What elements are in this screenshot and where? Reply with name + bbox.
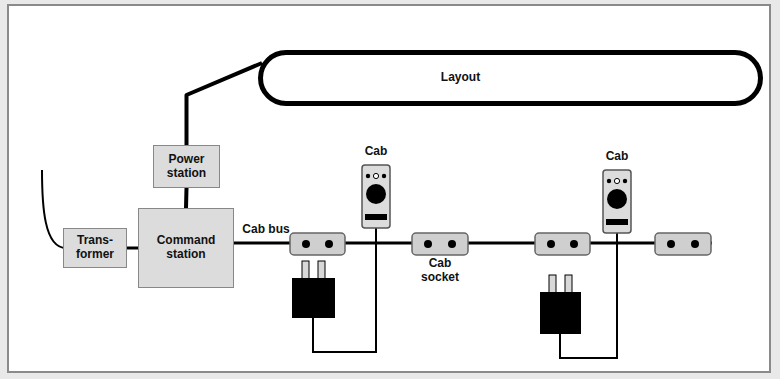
node-text: Power station bbox=[157, 153, 216, 181]
handset-keys bbox=[606, 219, 628, 225]
socket-hole bbox=[570, 240, 578, 248]
handset-button bbox=[366, 174, 370, 178]
socket-hole bbox=[667, 240, 675, 248]
socket-label: Cab socket bbox=[412, 257, 468, 285]
handset-knob bbox=[366, 184, 386, 204]
handset-button bbox=[382, 174, 386, 178]
cab-handset: Cab bbox=[597, 148, 637, 166]
plug-body bbox=[540, 292, 581, 334]
socket-hole bbox=[302, 240, 310, 248]
handset-knob bbox=[607, 189, 627, 209]
handset-button bbox=[607, 179, 611, 183]
socket-body bbox=[655, 233, 711, 255]
cab-socket bbox=[535, 233, 590, 255]
power-wire bbox=[184, 188, 189, 208]
socket-hole bbox=[424, 240, 432, 248]
cab-plug bbox=[292, 261, 335, 318]
plug-prong bbox=[302, 261, 309, 279]
socket-body bbox=[535, 233, 590, 255]
cab-plug bbox=[540, 275, 581, 334]
cab-cable bbox=[560, 233, 617, 358]
handset-keys bbox=[365, 214, 387, 220]
socket-hole bbox=[448, 240, 456, 248]
plug-prong bbox=[549, 275, 556, 293]
cab-handset bbox=[603, 170, 631, 233]
node-text: Cab bbox=[365, 145, 388, 159]
layout-oval: Layout bbox=[258, 50, 763, 106]
socket-hole bbox=[691, 240, 699, 248]
cab-handset: Cab bbox=[356, 143, 396, 161]
socket-hole bbox=[547, 240, 555, 248]
plug-body bbox=[292, 278, 335, 318]
power-station-box: Power station bbox=[153, 145, 220, 188]
transformer-box: Trans- former bbox=[63, 228, 127, 268]
handset-body bbox=[362, 165, 390, 228]
command-station-box: Command station bbox=[138, 208, 234, 288]
handset-button bbox=[373, 173, 378, 178]
node-text: Trans- former bbox=[67, 234, 123, 262]
cab-socket bbox=[290, 233, 345, 255]
power-wire bbox=[127, 247, 138, 250]
cab-cable bbox=[313, 228, 376, 352]
node-text: Command station bbox=[142, 234, 230, 262]
socket-body bbox=[290, 233, 345, 255]
node-text: Layout bbox=[441, 71, 480, 85]
power-wire bbox=[187, 63, 263, 145]
socket-hole bbox=[325, 240, 333, 248]
frame bbox=[8, 5, 770, 372]
cab-socket bbox=[412, 233, 468, 255]
plug-prong bbox=[565, 275, 572, 293]
socket-body bbox=[412, 233, 468, 255]
cab-handset bbox=[362, 165, 390, 228]
handset-body bbox=[603, 170, 631, 233]
plug-prong bbox=[318, 261, 325, 279]
node-text: Cab bbox=[606, 150, 629, 164]
handset-button bbox=[614, 178, 619, 183]
handset-button bbox=[623, 179, 627, 183]
bus-label: Cab bus bbox=[236, 223, 296, 237]
cab-socket bbox=[655, 233, 711, 255]
